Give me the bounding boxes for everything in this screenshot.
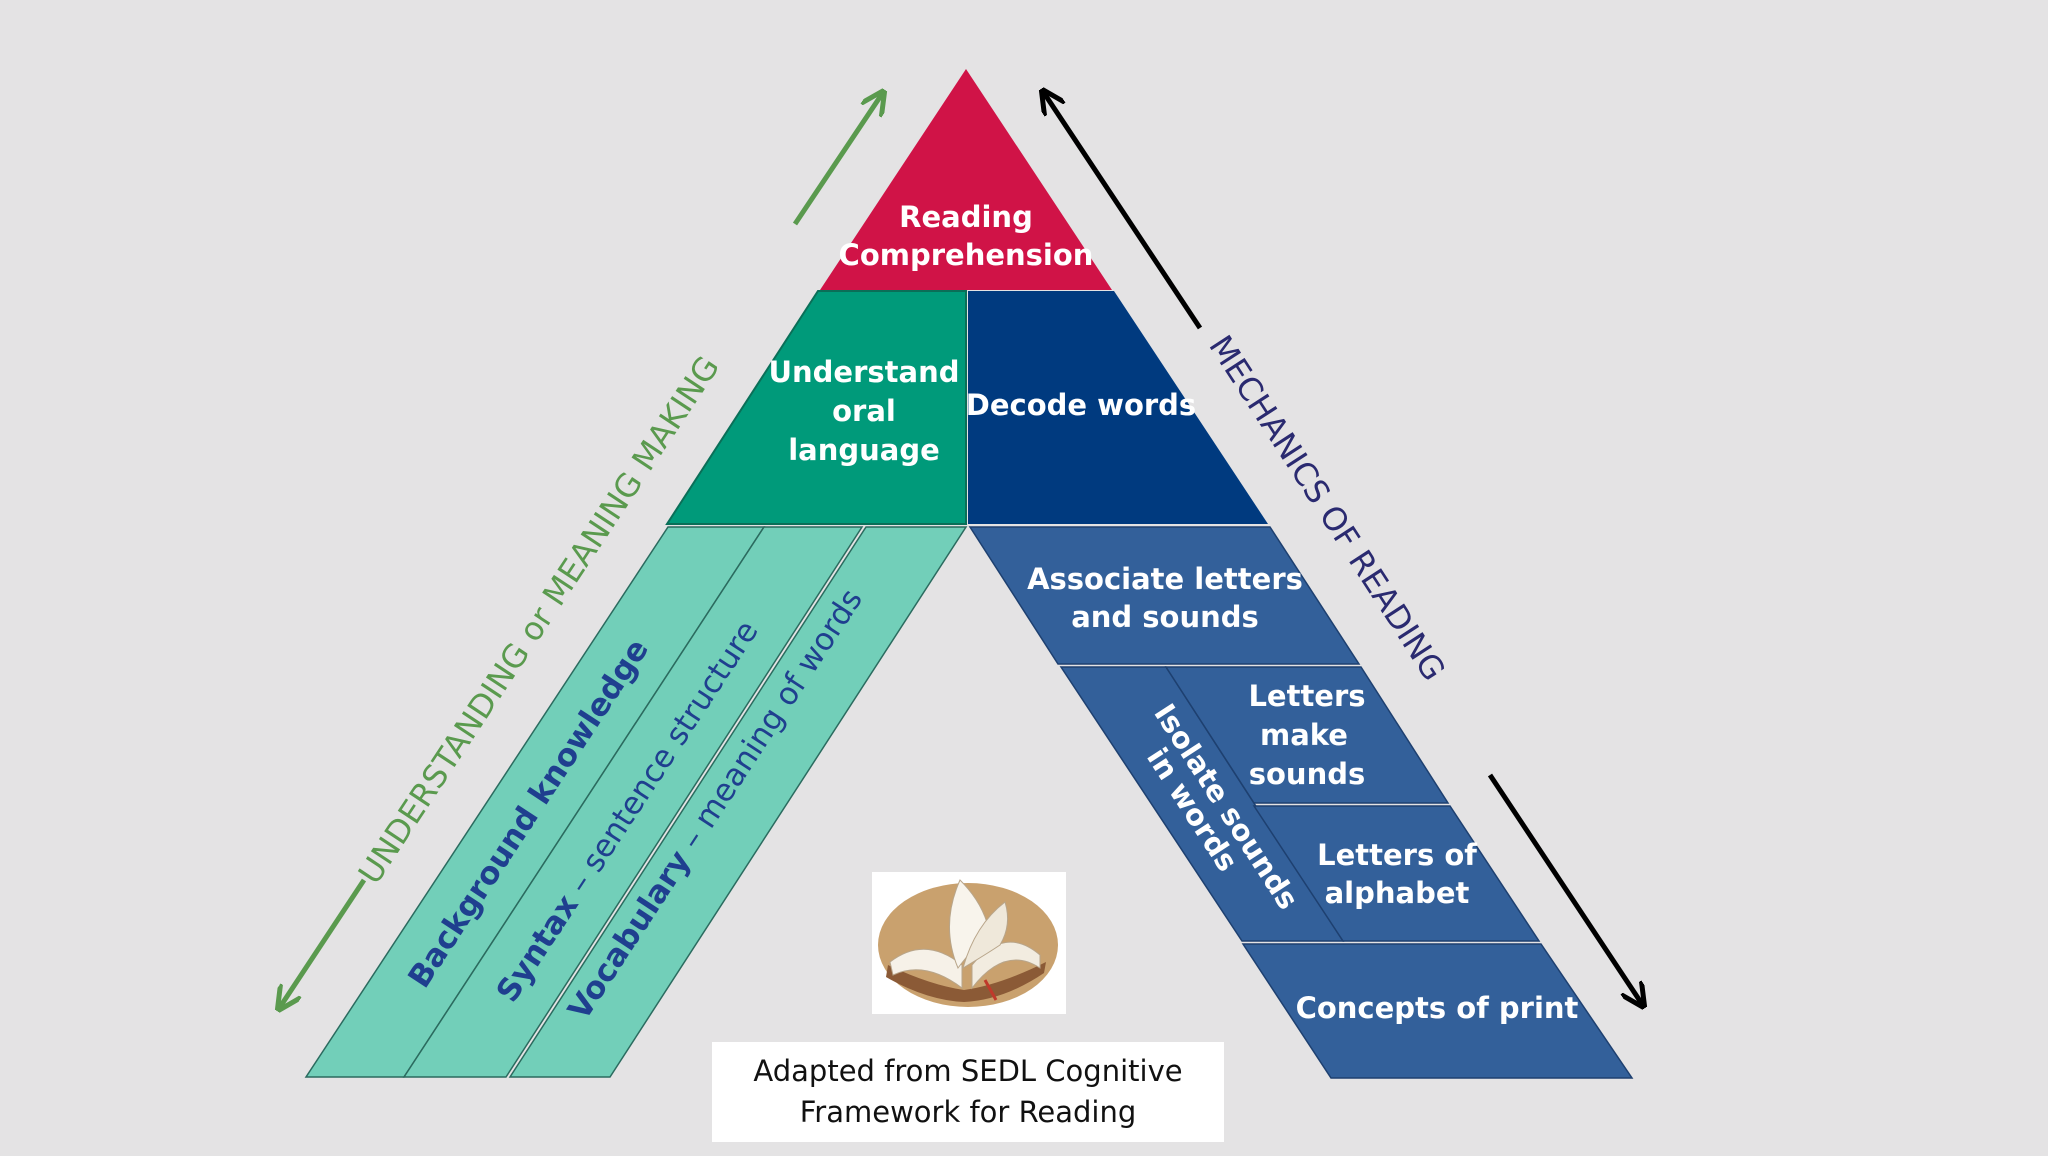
letters-alphabet-line2: alphabet	[1325, 876, 1470, 910]
letters-make-sounds-block	[1164, 666, 1450, 804]
top-label-line2: Comprehension	[839, 238, 1094, 272]
associate-letters-block	[968, 526, 1361, 665]
vocabulary-strip	[508, 526, 968, 1078]
letters-make-line1: Letters	[1248, 679, 1365, 713]
credit-box: Adapted from SEDL Cognitive Framework fo…	[712, 1042, 1224, 1142]
associate-line2: and sounds	[1071, 600, 1259, 634]
associate-line1: Associate letters	[1027, 562, 1303, 596]
concepts-of-print-label: Concepts of print	[1296, 991, 1579, 1025]
letters-make-line3: sounds	[1249, 757, 1366, 791]
down-arrow-black	[1487, 773, 1642, 1004]
concepts-of-print-block	[1241, 943, 1634, 1079]
up-arrow-black	[1044, 93, 1203, 330]
reading-comprehension-block	[820, 69, 1112, 290]
decode-words-label: Decode words	[966, 388, 1196, 422]
down-arrow-green	[280, 878, 367, 1007]
oral-language-block	[665, 290, 967, 525]
credit-line2: Framework for Reading	[799, 1095, 1137, 1129]
oral-language-line2: oral	[832, 394, 896, 428]
letters-of-alphabet-block	[1252, 805, 1541, 942]
credit-line1: Adapted from SEDL Cognitive	[753, 1054, 1183, 1088]
up-arrow-green	[792, 94, 882, 226]
letters-alphabet-line1: Letters of	[1317, 838, 1477, 872]
oral-language-line1: Understand	[768, 355, 959, 389]
decode-words-block	[968, 291, 1268, 524]
oral-language-line3: language	[788, 433, 940, 467]
top-label-line1: Reading	[899, 200, 1033, 234]
open-book-icon	[872, 872, 1066, 1014]
syntax-strip	[402, 526, 864, 1078]
letters-make-line2: make	[1260, 718, 1348, 752]
